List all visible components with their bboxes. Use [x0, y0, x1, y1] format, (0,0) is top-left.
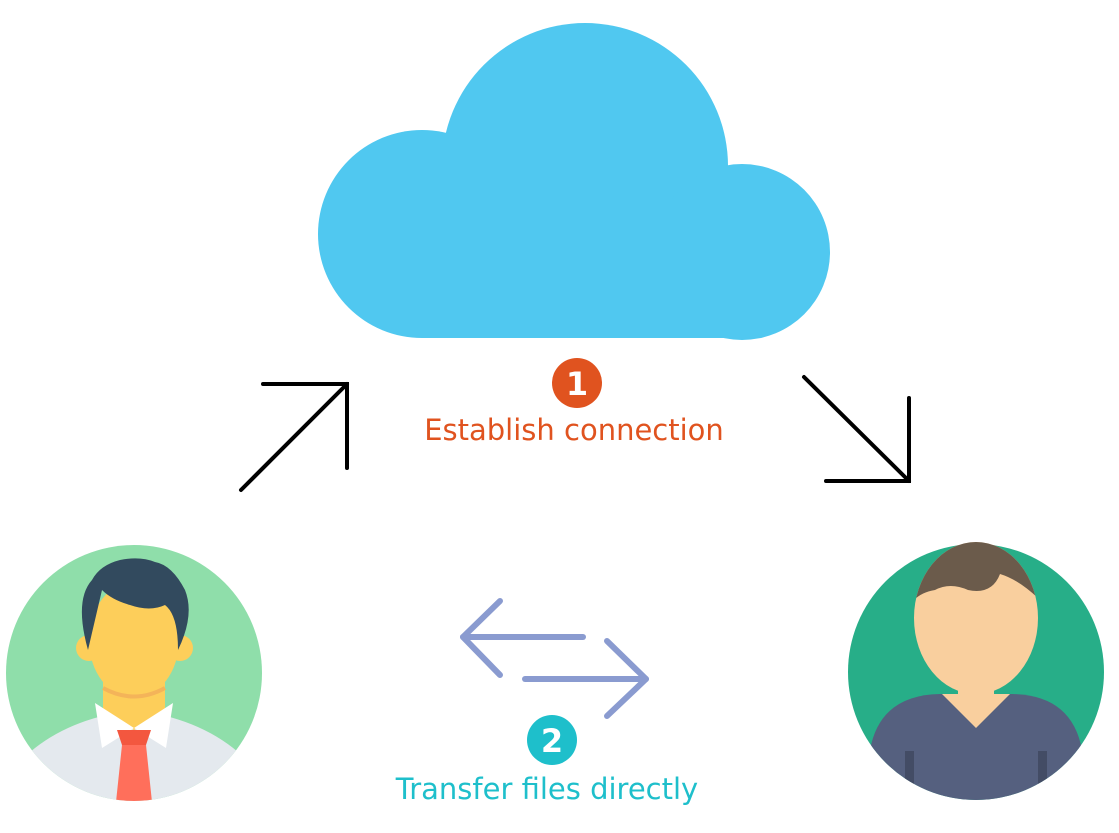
user-avatar-icon	[848, 542, 1104, 800]
arrow-down-right-icon	[802, 375, 911, 483]
businessman-avatar-icon	[6, 545, 262, 801]
svg-text:2: 2	[541, 722, 563, 760]
cloud-icon	[318, 23, 830, 340]
step-1-badge: 1	[552, 358, 602, 408]
step-2-badge: 2	[527, 715, 577, 765]
arrow-up-right-icon	[239, 382, 349, 492]
bidirectional-arrows-icon	[460, 598, 649, 719]
step-2-label: Transfer files directly	[395, 772, 699, 806]
step-1-label: Establish connection	[424, 413, 724, 447]
svg-text:1: 1	[566, 365, 588, 403]
